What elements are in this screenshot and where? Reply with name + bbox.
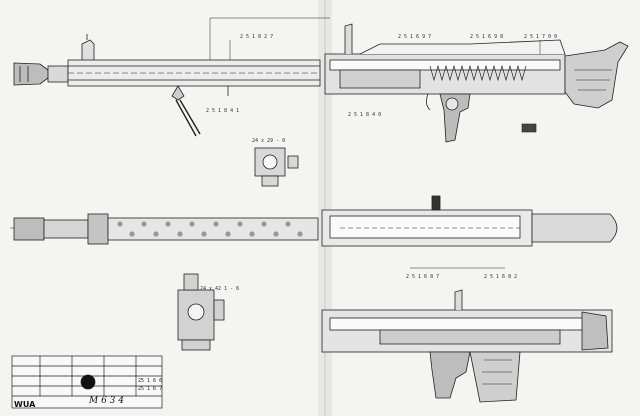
ref-label-3: 2 5 1 6 9 8 [470,34,504,40]
title-block [11,355,163,409]
title-block-col-2: 25 1 6 7 [138,386,163,392]
ref-label-5: 2 5 1 8 4 1 [206,108,240,114]
ref-label-8: 2 5 1 6 8 2 [484,274,518,280]
section-a-label: 24 x 42 1 - 6 [200,286,240,292]
ref-label-6: 2 5 1 8 4 0 [348,112,382,118]
model-mark: M 6 3 4 [89,396,124,406]
cross-section-bottom [177,273,225,351]
upper-side-view [13,17,629,143]
title-block-col-1: 25 1 6 6 [138,378,163,384]
ref-label-7: 2 5 1 6 8 7 [406,274,440,280]
top-view [10,195,618,247]
cross-section-top [254,147,299,187]
ref-label-1: 2 5 1 8 2 7 [240,34,274,40]
ref-label-4: 2 5 1 7 0 0 [524,34,558,40]
small-part-detail [521,123,537,133]
top-view-label: 24 x 29 - 0 [252,138,286,144]
lower-receiver-view [321,267,613,403]
ref-label-2: 2 5 1 6 9 7 [398,34,432,40]
stamp-wua: WUA [14,400,36,409]
